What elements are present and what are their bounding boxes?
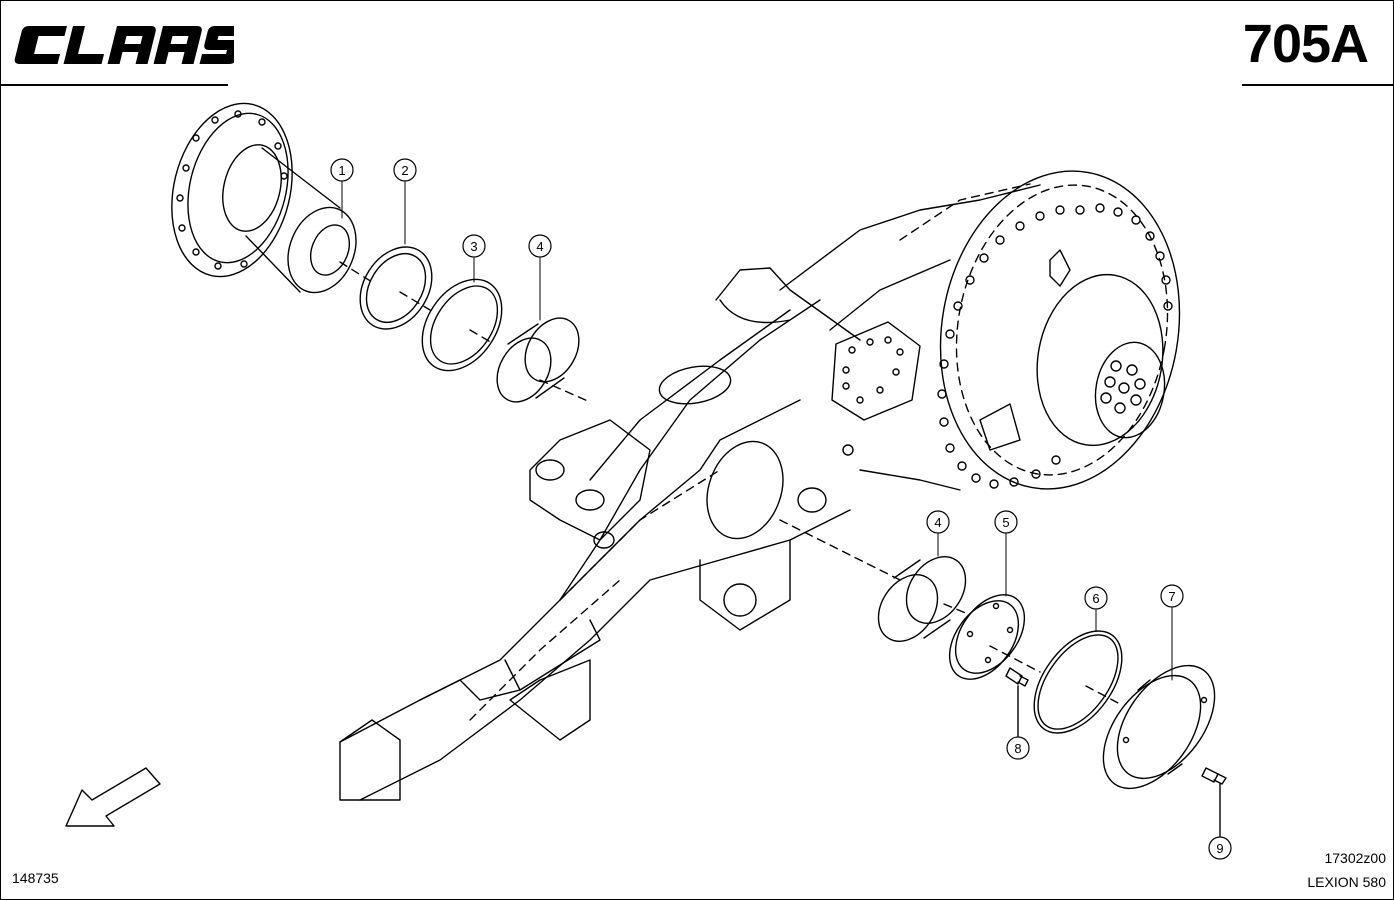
axle-frame <box>339 183 1041 801</box>
model-name: LEXION 580 <box>1307 874 1386 890</box>
callout-3: 3 <box>462 234 486 258</box>
final-drive-housing <box>937 170 1181 490</box>
bushing-part-lower <box>779 519 967 642</box>
drawing-code: 17302z00 <box>1324 850 1386 866</box>
washer-part <box>359 246 433 330</box>
callout-7: 7 <box>1160 584 1184 608</box>
screw-part-8 <box>1005 667 1029 737</box>
callout-4-lower-label: 4 <box>934 515 941 530</box>
end-cap-part <box>1102 664 1216 790</box>
cover-disc-part <box>943 594 1041 680</box>
callout-6: 6 <box>1084 586 1108 610</box>
callout-4-upper-label: 4 <box>536 239 543 254</box>
callout-3-label: 3 <box>470 239 477 254</box>
callout-9-label: 9 <box>1216 841 1223 856</box>
callout-5: 5 <box>994 510 1018 534</box>
callout-2-label: 2 <box>401 163 408 178</box>
callout-6-label: 6 <box>1092 591 1099 606</box>
callout-2: 2 <box>393 158 417 182</box>
screw-part-9 <box>1201 767 1227 837</box>
callout-1-label: 1 <box>338 163 345 178</box>
callout-8: 8 <box>1006 736 1030 760</box>
callout-1: 1 <box>330 158 354 182</box>
page-number: 705A <box>1242 14 1369 74</box>
claas-logo <box>14 26 234 64</box>
o-ring-part <box>1033 630 1123 734</box>
leader-lines <box>341 181 1173 681</box>
header-rule-left <box>0 84 228 86</box>
bushing-part-upper <box>496 317 591 403</box>
callout-4-lower: 4 <box>926 510 950 534</box>
header-rule-right <box>1242 84 1394 86</box>
flange-shaft-part <box>171 102 373 294</box>
callout-8-label: 8 <box>1014 741 1021 756</box>
callout-5-label: 5 <box>1002 515 1009 530</box>
direction-arrow-icon <box>65 767 161 827</box>
document-id: 148735 <box>12 870 59 886</box>
callout-7-label: 7 <box>1168 589 1175 604</box>
seal-ring-part <box>421 278 503 372</box>
callout-9: 9 <box>1208 836 1232 860</box>
callout-4-upper: 4 <box>528 234 552 258</box>
